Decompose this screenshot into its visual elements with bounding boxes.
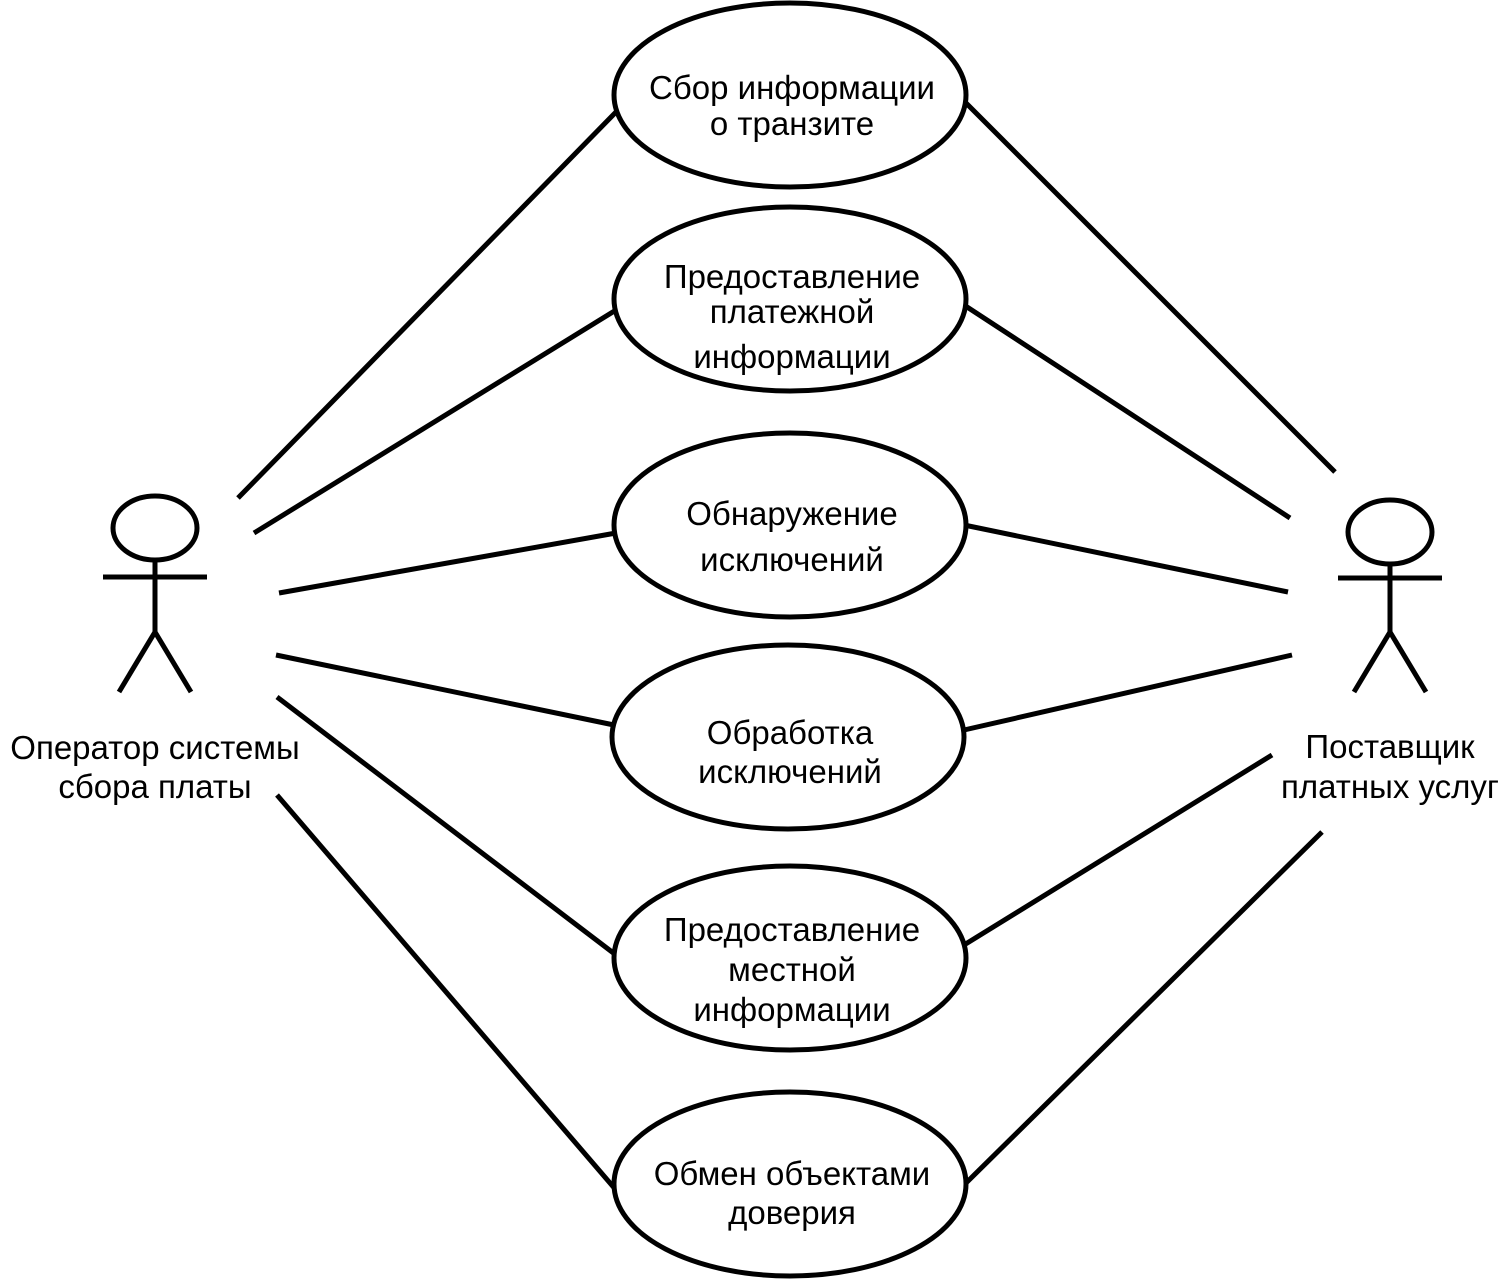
- actor-right-leg: [1387, 630, 1429, 694]
- actor-head: [110, 493, 200, 563]
- association-line-operator-uc3: [278, 530, 617, 596]
- use-case-label: платежной: [710, 293, 875, 330]
- association-line-operator-uc5: [275, 695, 618, 957]
- association-line-provider-uc6: [962, 830, 1324, 1187]
- actor-label: сбора платы: [58, 768, 251, 805]
- use-case-uc3[interactable]: Обнаружение исключений: [611, 430, 969, 620]
- use-case-label: информации: [693, 338, 890, 375]
- association-line-provider-uc1: [962, 99, 1337, 474]
- association-line-provider-uc5: [962, 752, 1274, 948]
- association-line-operator-uc1: [236, 110, 618, 500]
- use-case-label: доверия: [728, 1194, 856, 1231]
- use-case-label: Предоставление: [664, 911, 920, 948]
- association-line-operator-uc2: [252, 307, 618, 536]
- use-case-ellipse[interactable]: [611, 0, 969, 190]
- use-case-ellipse[interactable]: [609, 642, 967, 832]
- use-case-label: информации: [693, 991, 890, 1028]
- actor-label: Оператор системы: [10, 729, 299, 766]
- actor-head: [1345, 497, 1435, 567]
- association-line-provider-uc2: [962, 302, 1292, 521]
- use-case-label: исключений: [698, 753, 882, 790]
- use-case-label: Предоставление: [664, 258, 920, 295]
- use-case-label: местной: [728, 951, 856, 988]
- use-case-label: о транзите: [710, 105, 874, 142]
- use-case-label: исключений: [700, 541, 884, 578]
- association-line-provider-uc3: [963, 522, 1289, 595]
- association-line-provider-uc4: [963, 652, 1293, 733]
- stick-figure-icon[interactable]: [1338, 497, 1442, 694]
- use-case-label: Сбор информации: [649, 69, 935, 106]
- stick-figure-icon[interactable]: [103, 493, 207, 694]
- associations: [236, 99, 1337, 1192]
- use-case-ellipse[interactable]: [611, 863, 969, 1053]
- association-line-operator-uc6: [275, 793, 618, 1192]
- use-case-label: Обработка: [707, 714, 874, 751]
- use-case-label: Обмен объектами: [654, 1155, 930, 1192]
- actor-right-leg: [152, 630, 194, 694]
- actor-label: платных услуг: [1281, 768, 1499, 805]
- actor-left-leg: [1351, 630, 1393, 694]
- use-case-ellipse[interactable]: [611, 204, 969, 394]
- use-case-ellipse[interactable]: [611, 430, 969, 620]
- use-case-ellipse[interactable]: [611, 1089, 969, 1279]
- use-case-label: Обнаружение: [686, 495, 897, 532]
- association-line-operator-uc4: [275, 652, 615, 728]
- actor-left-leg: [116, 630, 158, 694]
- actor-label: Поставщик: [1305, 728, 1475, 765]
